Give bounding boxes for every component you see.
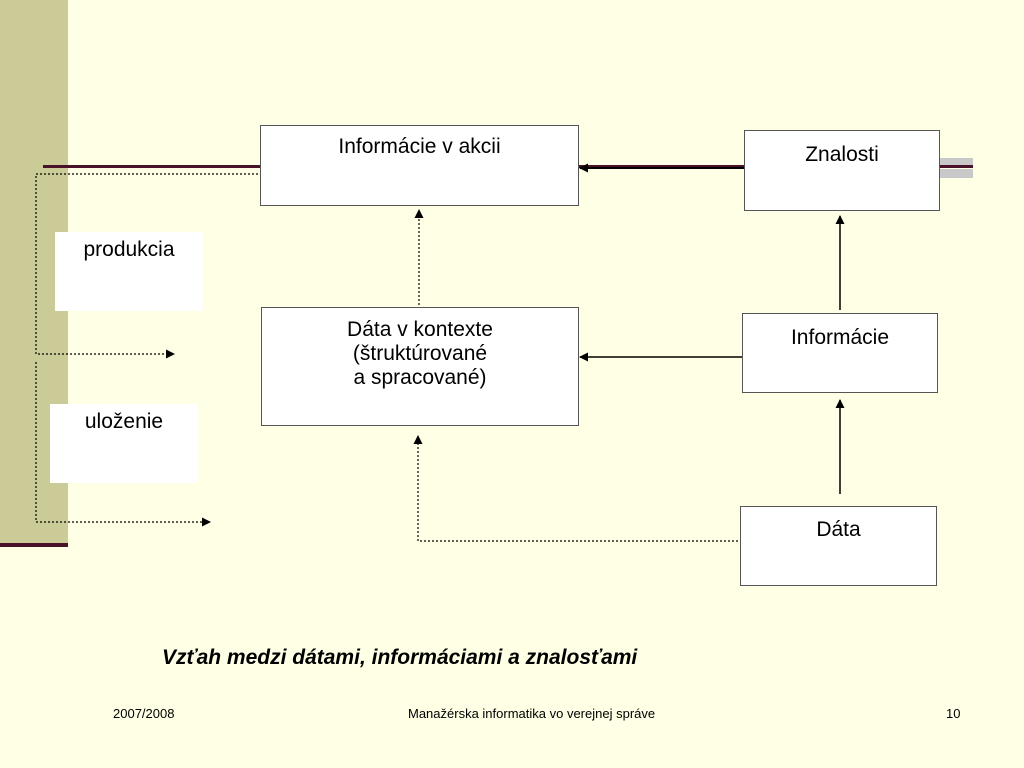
footer-page-number: 10 xyxy=(946,706,961,721)
arrow-informacie-v-akcii-to-produkcia xyxy=(35,173,258,359)
arrow-to-ulozenie xyxy=(35,362,211,527)
box-data-v-kontexte: Dáta v kontexte (štruktúrované a spracov… xyxy=(261,307,579,426)
box-informacie: Informácie xyxy=(742,313,938,393)
box-znalosti-label: Znalosti xyxy=(805,143,879,166)
box-informacie-v-akcii-label: Informácie v akcii xyxy=(338,135,501,158)
box-informacie-v-akcii: Informácie v akcii xyxy=(260,125,579,206)
arrow-data-to-data-v-kontexte xyxy=(413,435,738,542)
footer-title: Manažérska informatika vo verejnej správ… xyxy=(408,706,656,721)
box-informacie-label: Informácie xyxy=(790,326,890,349)
header-rule-gray-bottom xyxy=(940,169,973,178)
box-data: Dáta xyxy=(740,506,937,586)
footer-date: 2007/2008 xyxy=(113,706,175,721)
header-rule-gray-top xyxy=(940,158,973,165)
diagram-caption: Vzťah medzi dátami, informáciami a znalo… xyxy=(162,646,638,669)
box-data-v-kontexte-line-1: Dáta v kontexte xyxy=(347,318,493,341)
label-produkcia-text: produkcia xyxy=(83,238,175,261)
box-znalosti: Znalosti xyxy=(744,130,940,211)
label-ulozenie: uloženie xyxy=(50,404,198,483)
label-produkcia: produkcia xyxy=(55,232,203,311)
left-bar-underline xyxy=(0,543,68,547)
box-data-v-kontexte-line-3: a spracované) xyxy=(353,366,487,389)
box-data-v-kontexte-line-2: (štruktúrované xyxy=(352,342,488,365)
box-data-label: Dáta xyxy=(816,518,861,541)
label-ulozenie-text: uloženie xyxy=(84,410,164,433)
